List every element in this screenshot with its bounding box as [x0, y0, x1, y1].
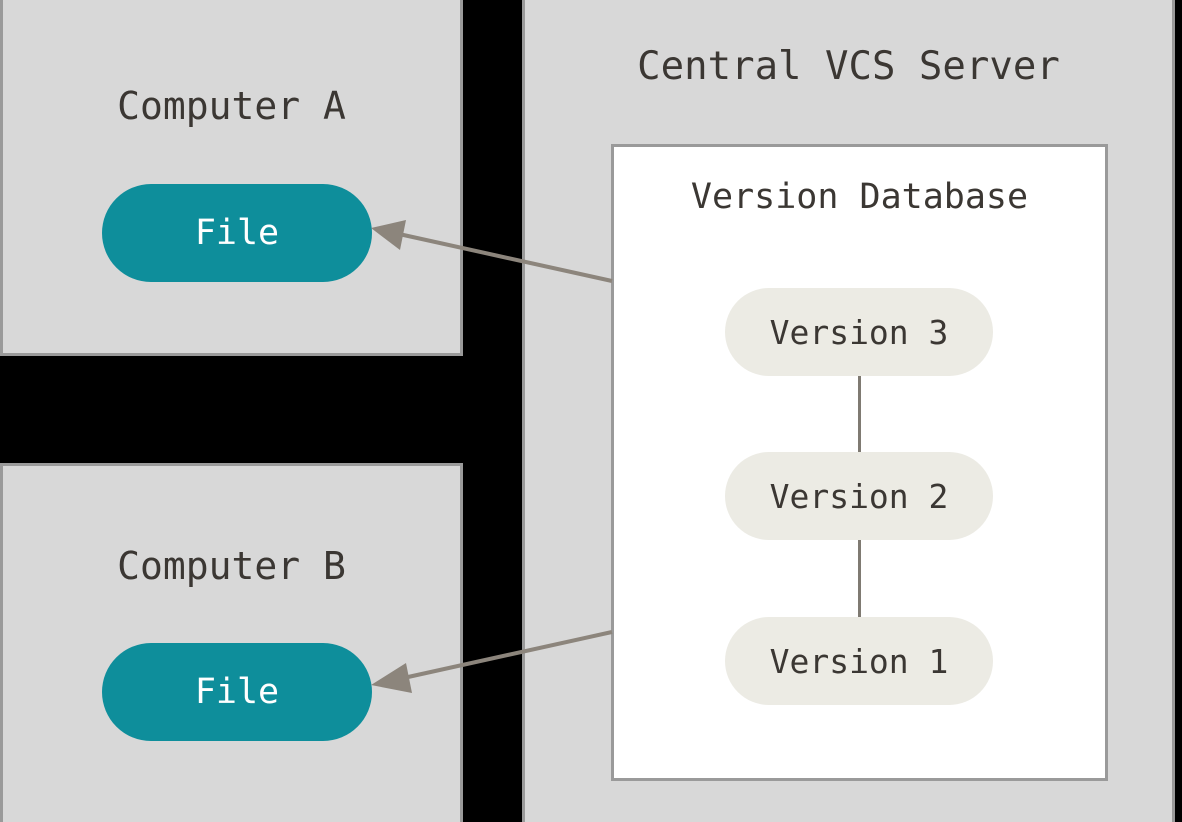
- version-node-2-label: Version 2: [769, 476, 949, 516]
- version-node-3-label: Version 3: [769, 312, 949, 352]
- panel-central-vcs-server-title: Central VCS Server: [637, 44, 1060, 89]
- panel-computer-a: Computer A File: [0, 0, 463, 356]
- version-database-title: Version Database: [690, 177, 1029, 217]
- version-node-2[interactable]: Version 2: [725, 452, 993, 540]
- file-node-computer-b-label: File: [194, 672, 280, 712]
- file-node-computer-b[interactable]: File: [102, 643, 372, 741]
- version-node-1-label: Version 1: [769, 641, 949, 681]
- file-node-computer-a[interactable]: File: [102, 184, 372, 282]
- connector-version-2-to-version-1: [858, 540, 861, 617]
- file-node-computer-a-label: File: [194, 213, 280, 253]
- panel-computer-b-title: Computer B: [117, 544, 346, 588]
- panel-computer-a-title: Computer A: [117, 84, 346, 128]
- version-database-box: Version Database Version 3 Version 2 Ver…: [611, 144, 1108, 781]
- panel-computer-b: Computer B File: [0, 463, 463, 822]
- version-node-1[interactable]: Version 1: [725, 617, 993, 705]
- version-node-3[interactable]: Version 3: [725, 288, 993, 376]
- connector-version-3-to-version-2: [858, 376, 861, 452]
